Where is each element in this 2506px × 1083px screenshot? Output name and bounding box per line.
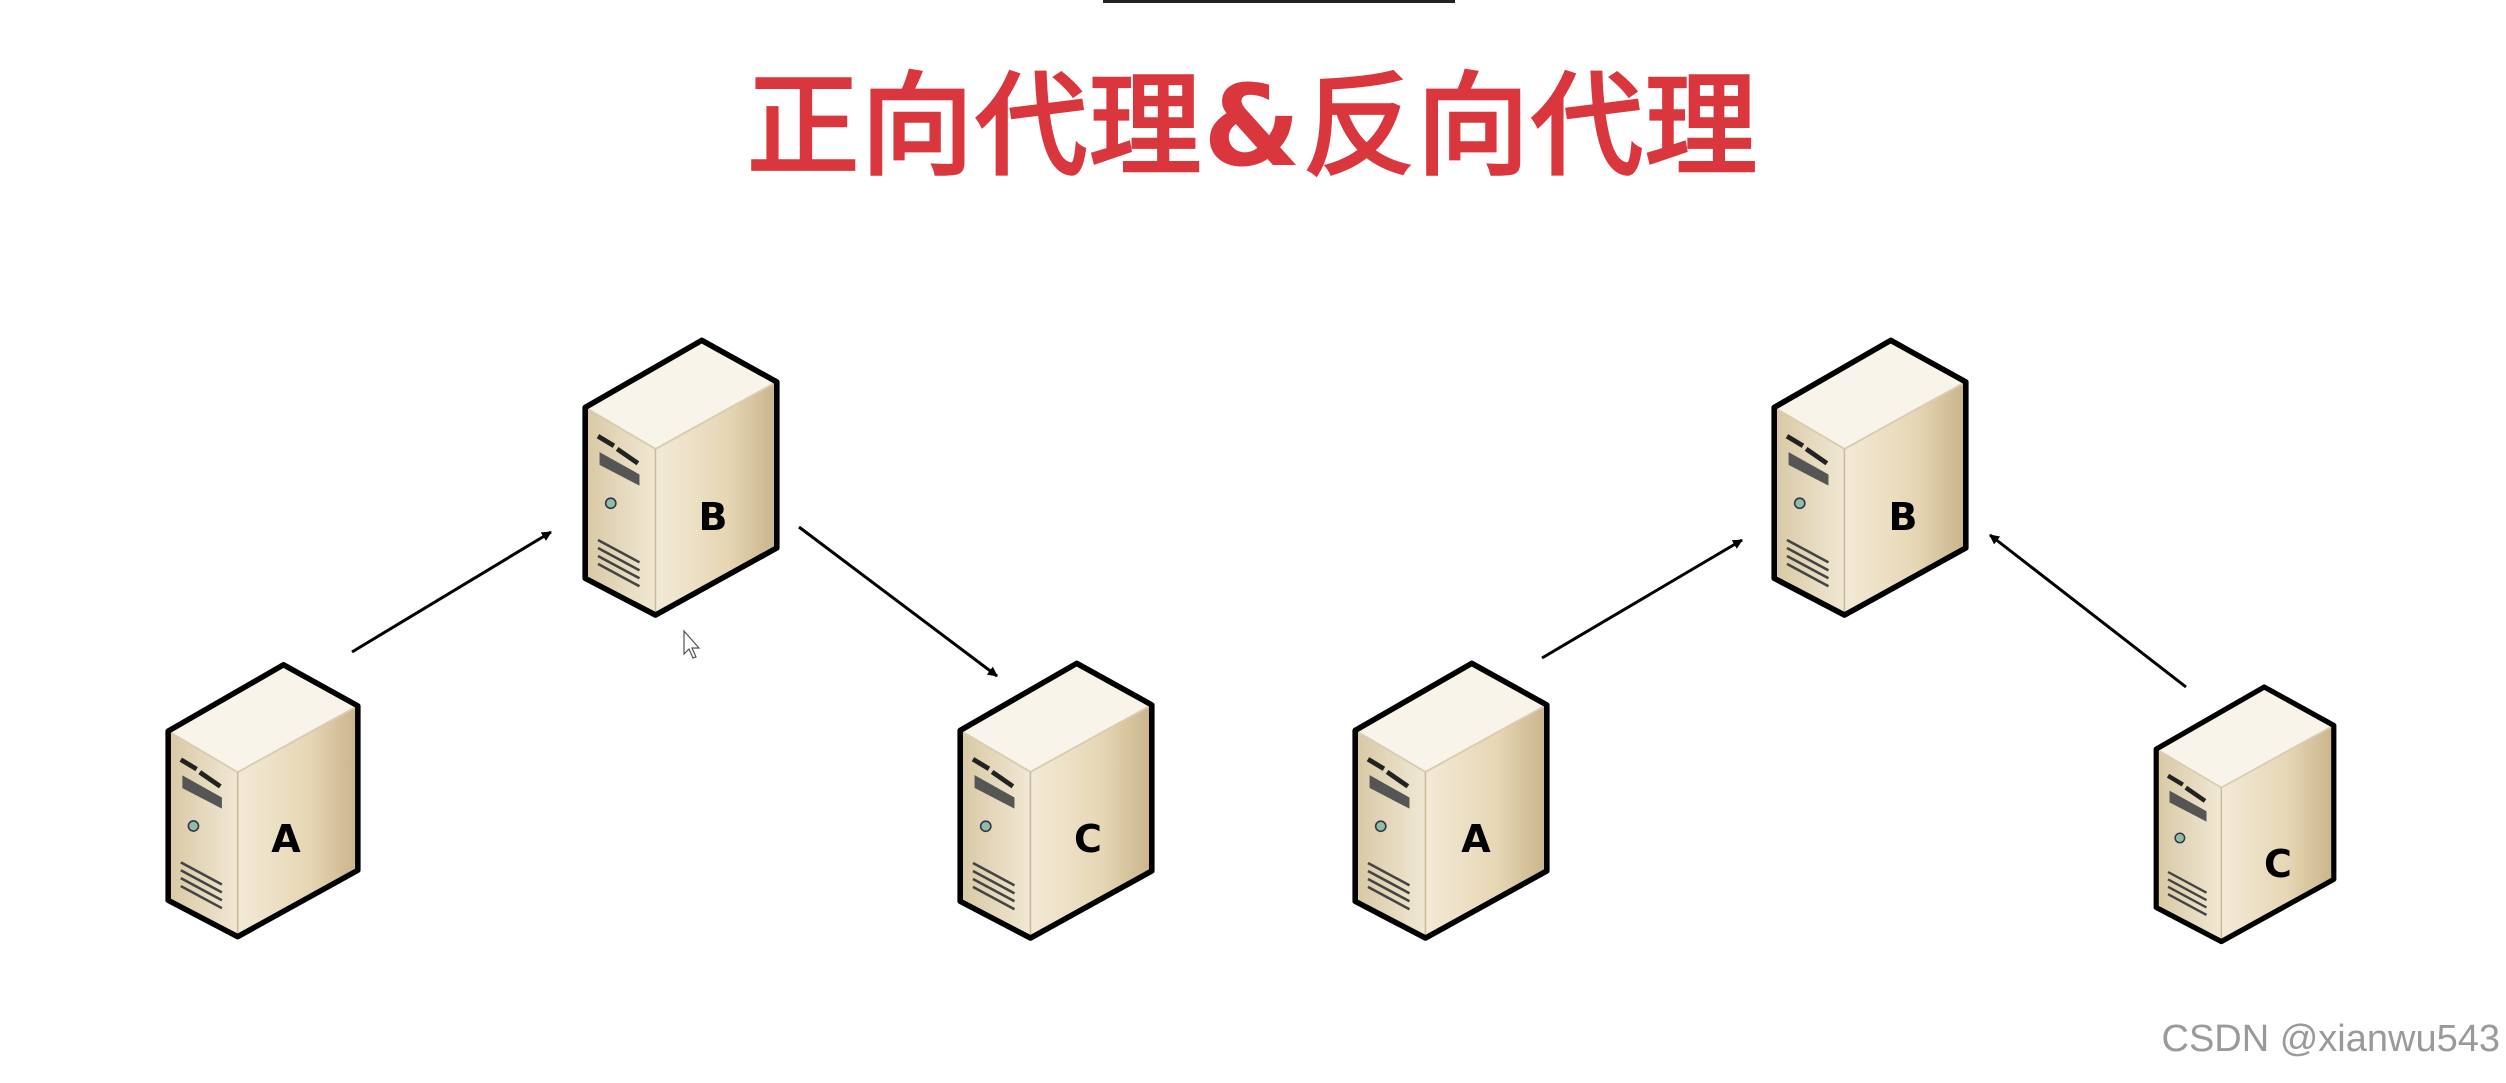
- top-bar: [1103, 0, 1455, 3]
- mouse-cursor-icon: [683, 629, 701, 659]
- server-a-reverse: A: [1355, 663, 1547, 938]
- csdn-watermark: CSDN @xianwu543: [2161, 1018, 2501, 1060]
- server-label: A: [271, 817, 301, 861]
- server-c-reverse: C: [2156, 687, 2334, 942]
- server-b-reverse: B: [1774, 340, 1966, 615]
- server-a-forward: A: [168, 665, 358, 937]
- server-label: B: [699, 495, 728, 539]
- server-label: C: [1074, 817, 1102, 861]
- server-icon: [168, 665, 358, 937]
- arrow-c-to-b: [1989, 533, 2187, 689]
- server-icon: [1774, 340, 1966, 615]
- server-icon: [960, 663, 1152, 938]
- server-c-forward: C: [960, 663, 1152, 938]
- server-icon: [2156, 687, 2334, 942]
- forward-proxy-group: A B C: [168, 340, 1152, 938]
- server-label: B: [1889, 495, 1918, 539]
- reverse-proxy-group: A B C: [1355, 340, 2334, 941]
- server-icon: [1355, 663, 1547, 938]
- slide-title: 正向代理&反向代理: [747, 62, 1759, 192]
- arrow-b-to-c: [798, 525, 998, 678]
- server-label: C: [2264, 842, 2292, 886]
- server-b-forward: B: [585, 340, 777, 615]
- server-label: A: [1461, 817, 1491, 861]
- server-icon: [585, 340, 777, 615]
- arrow-a-to-b: [1541, 538, 1743, 660]
- arrow-a-to-b: [351, 530, 552, 654]
